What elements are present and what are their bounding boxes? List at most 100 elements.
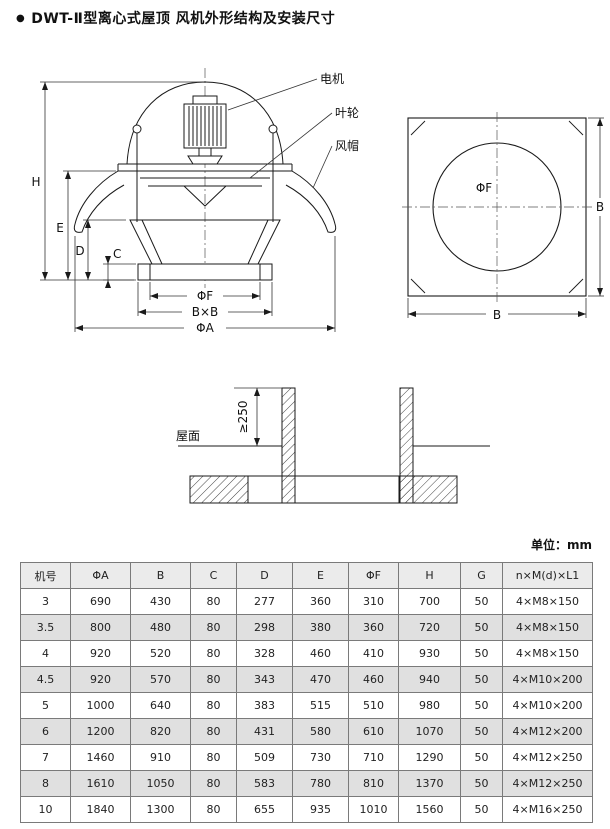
- table-cell: 410: [348, 640, 399, 667]
- top-dim-b-bottom: B: [493, 308, 501, 322]
- bullet-icon: ●: [16, 13, 26, 24]
- section-labels: 屋面 ≥250: [176, 401, 250, 443]
- table-cell: 1840: [70, 796, 131, 823]
- min-height-label: ≥250: [236, 401, 250, 434]
- top-view-dimension-lines: [407, 117, 604, 318]
- table-cell: 50: [460, 640, 503, 667]
- table-header-cell: E: [292, 562, 349, 589]
- table-cell: 480: [130, 614, 191, 641]
- table-header-cell: n×M(d)×L1: [502, 562, 593, 589]
- table-cell: 50: [460, 718, 503, 745]
- top-dim-phi-f: ΦF: [476, 181, 492, 195]
- table-cell: 940: [398, 666, 461, 693]
- table-cell: 1200: [70, 718, 131, 745]
- table-cell: 4×M8×150: [502, 588, 593, 615]
- table-cell: 1560: [398, 796, 461, 823]
- dim-label-phi-a: ΦA: [196, 321, 214, 335]
- table-cell: 10: [20, 796, 71, 823]
- table-cell: 730: [292, 744, 349, 771]
- callout-motor: 电机: [320, 72, 344, 86]
- corner-marks: [410, 120, 584, 294]
- top-dim-b-side: B: [596, 200, 604, 214]
- table-cell: 80: [190, 744, 237, 771]
- table-cell: 80: [190, 692, 237, 719]
- table-cell: 310: [348, 588, 399, 615]
- table-cell: 431: [236, 718, 293, 745]
- table-cell: 6: [20, 718, 71, 745]
- table-cell: 80: [190, 718, 237, 745]
- table-cell: 1000: [70, 692, 131, 719]
- table-cell: 4×M12×250: [502, 770, 593, 797]
- table-cell: 1010: [348, 796, 399, 823]
- table-cell: 1300: [130, 796, 191, 823]
- table-cell: 4×M12×200: [502, 718, 593, 745]
- table-header-cell: ΦF: [348, 562, 399, 589]
- table-cell: 80: [190, 614, 237, 641]
- table-header-cell: D: [236, 562, 293, 589]
- callout-wind-cap: 风帽: [335, 138, 359, 153]
- table-cell: 1050: [130, 770, 191, 797]
- callout-impeller: 叶轮: [335, 106, 359, 120]
- table-cell: 4×M10×200: [502, 692, 593, 719]
- table-cell: 4×M10×200: [502, 666, 593, 693]
- dimension-arrows: [42, 82, 335, 331]
- side-view-labels: H E D C ΦF B×B ΦA 电机 叶轮 风帽: [31, 72, 359, 335]
- table-cell: 277: [236, 588, 293, 615]
- table-cell: 50: [460, 614, 503, 641]
- wind-cap-shape: [73, 170, 337, 233]
- table-cell: 710: [348, 744, 399, 771]
- section-dimension-lines: [234, 387, 282, 446]
- table-cell: 935: [292, 796, 349, 823]
- table-cell: 780: [292, 770, 349, 797]
- table-cell: 3.5: [20, 614, 71, 641]
- table-cell: 980: [398, 692, 461, 719]
- table-cell: 810: [348, 770, 399, 797]
- impeller-shape: [140, 177, 270, 207]
- table-header-cell: B: [130, 562, 191, 589]
- table-cell: 80: [190, 588, 237, 615]
- table-cell: 470: [292, 666, 349, 693]
- table-cell: 920: [70, 640, 131, 667]
- table-cell: 800: [70, 614, 131, 641]
- dim-label-h: H: [31, 175, 40, 189]
- table-cell: 509: [236, 744, 293, 771]
- top-view-arrows: [408, 118, 603, 317]
- table-cell: 930: [398, 640, 461, 667]
- unit-note: 单位：mm: [530, 538, 592, 552]
- table-cell: 50: [460, 692, 503, 719]
- table-cell: 360: [348, 614, 399, 641]
- table-cell: 820: [130, 718, 191, 745]
- table-cell: 460: [292, 640, 349, 667]
- table-cell: 4×M16×250: [502, 796, 593, 823]
- table-cell: 1460: [70, 744, 131, 771]
- table-header-cell: G: [460, 562, 503, 589]
- table-cell: 50: [460, 770, 503, 797]
- page-title: ● DWT-Ⅱ型离心式屋顶 风机外形结构及安装尺寸: [16, 8, 335, 28]
- table-cell: 720: [398, 614, 461, 641]
- table-cell: 80: [190, 796, 237, 823]
- table-cell: 298: [236, 614, 293, 641]
- roof-section-drawing: 屋面 ≥250: [176, 387, 490, 504]
- table-cell: 343: [236, 666, 293, 693]
- table-cell: 510: [348, 692, 399, 719]
- table-cell: 1070: [398, 718, 461, 745]
- table-cell: 7: [20, 744, 71, 771]
- table-cell: 700: [398, 588, 461, 615]
- table-cell: 4×M12×250: [502, 744, 593, 771]
- table-cell: 380: [292, 614, 349, 641]
- table-cell: 460: [348, 666, 399, 693]
- page-title-text: DWT-Ⅱ型离心式屋顶 风机外形结构及安装尺寸: [31, 11, 336, 27]
- table-cell: 920: [70, 666, 131, 693]
- section-structure: [178, 387, 490, 504]
- table-cell: 570: [130, 666, 191, 693]
- roof-label: 屋面: [176, 429, 200, 443]
- table-cell: 430: [130, 588, 191, 615]
- dim-label-d: D: [75, 244, 84, 258]
- support-rods-shape: [132, 124, 278, 222]
- dim-label-e: E: [56, 221, 64, 235]
